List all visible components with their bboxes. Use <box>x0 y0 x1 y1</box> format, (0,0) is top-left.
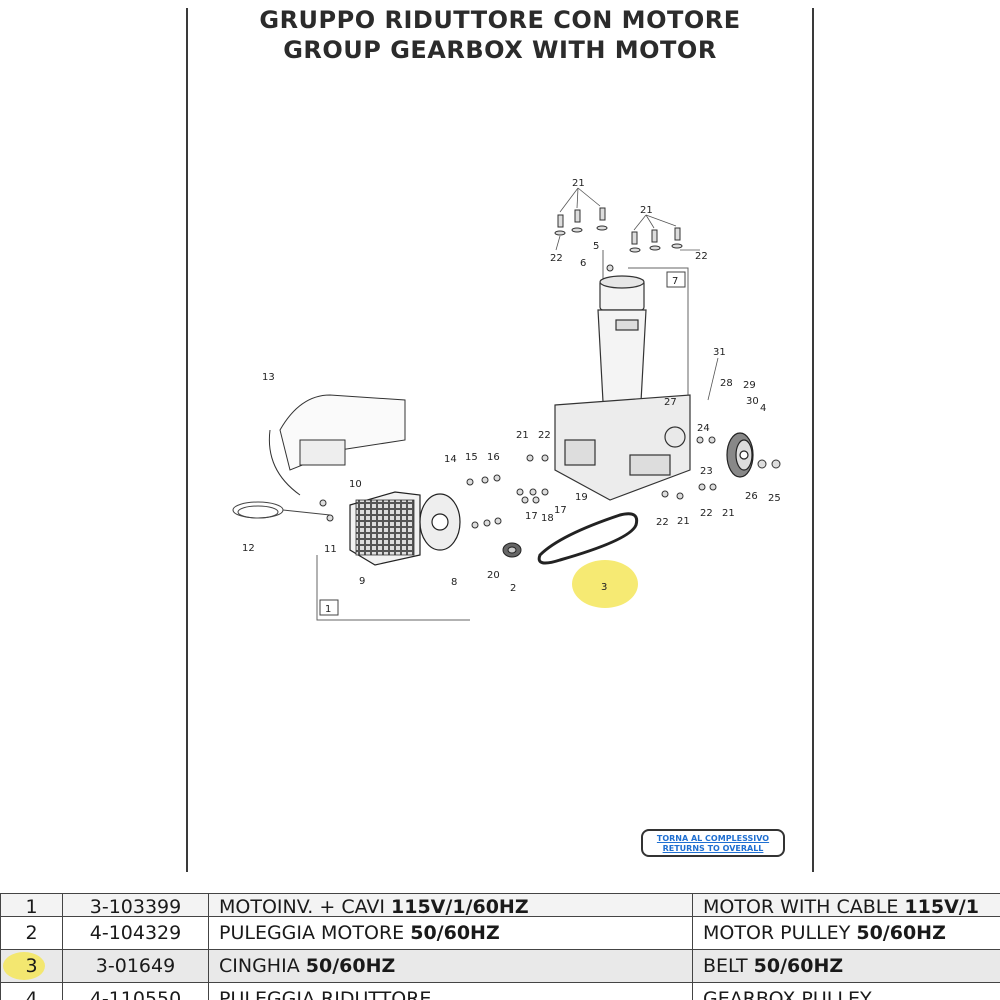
callout-22c: 22 <box>538 430 551 441</box>
motor-pulley <box>502 542 522 558</box>
table-row: 4 4-110550 PULEGGIA RIDUTTORE GEARBOX PU… <box>0 982 1000 1000</box>
callout-numbers: 1 2 3 4 5 6 7 8 9 10 11 12 13 14 15 16 1… <box>242 178 781 615</box>
gearbox-pulley <box>726 432 754 478</box>
table-row-highlighted: 3 3-01649 CINGHIA 50/60HZ BELT 50/60HZ <box>0 949 1000 983</box>
exploded-diagram: 1 2 3 4 5 6 7 8 9 10 11 12 13 14 15 16 1… <box>232 178 781 621</box>
callout-20: 20 <box>487 570 500 581</box>
page-title-italian: GRUPPO RIDUTTORE CON MOTORE <box>259 6 741 34</box>
callout-13: 13 <box>262 372 275 383</box>
callout-6: 6 <box>580 258 586 269</box>
part-number: 3 <box>0 949 63 983</box>
callout-18: 18 <box>541 513 554 524</box>
callout-29: 29 <box>743 380 756 391</box>
motor-cable <box>232 501 331 519</box>
callout-21c: 21 <box>516 430 529 441</box>
page-frame <box>186 8 814 872</box>
return-to-overall-button[interactable]: TORNA AL COMPLESSIVO RETURNS TO OVERALL <box>641 829 785 857</box>
return-label-italian: TORNA AL COMPLESSIVO <box>656 834 770 843</box>
part-code: 4-104329 <box>62 916 209 950</box>
callout-30: 30 <box>746 396 759 407</box>
part-number: 4 <box>0 982 63 1000</box>
part-number: 1 <box>0 893 63 917</box>
part-desc-italian: CINGHIA 50/60HZ <box>208 949 693 983</box>
return-label-english: RETURNS TO OVERALL <box>662 844 764 853</box>
callout-14: 14 <box>444 454 457 465</box>
callout-19: 19 <box>575 492 588 503</box>
part-desc-italian: PULEGGIA MOTORE 50/60HZ <box>208 916 693 950</box>
gearbox-column <box>554 275 691 501</box>
callout-9: 9 <box>359 576 365 587</box>
callout-10: 10 <box>349 479 362 490</box>
callout-21d: 21 <box>677 516 690 527</box>
callout-5: 5 <box>593 241 599 252</box>
hardware-bolts <box>319 207 781 529</box>
motor-cover <box>268 394 406 496</box>
part-code: 4-110550 <box>62 982 209 1000</box>
callout-21a: 21 <box>572 178 585 189</box>
callout-27: 27 <box>664 397 677 408</box>
callout-16: 16 <box>487 452 500 463</box>
table-row: 2 4-104329 PULEGGIA MOTORE 50/60HZ MOTOR… <box>0 916 1000 950</box>
callout-21b: 21 <box>640 205 653 216</box>
part-desc-english: MOTOR PULLEY 50/60HZ <box>692 916 1000 950</box>
callout-17b: 17 <box>554 505 567 516</box>
highlight-marker-diagram <box>572 560 638 608</box>
group-brackets <box>316 250 689 621</box>
callout-4: 4 <box>760 403 766 414</box>
callout-8: 8 <box>451 577 457 588</box>
part-code: 3-01649 <box>62 949 209 983</box>
callout-3: 3 <box>601 582 607 593</box>
table-row: 1 3-103399 MOTOINV. + CAVI 115V/1/60HZ M… <box>0 893 1000 917</box>
motor <box>349 491 461 566</box>
callout-12: 12 <box>242 543 255 554</box>
callout-22b: 22 <box>695 251 708 262</box>
callout-22a: 22 <box>550 253 563 264</box>
part-desc-italian: MOTOINV. + CAVI 115V/1/60HZ <box>208 893 693 917</box>
callout-7: 7 <box>672 276 678 287</box>
callout-24: 24 <box>697 423 710 434</box>
part-desc-english: MOTOR WITH CABLE 115V/1 <box>692 893 1000 917</box>
part-desc-english: GEARBOX PULLEY <box>692 982 1000 1000</box>
part-number: 2 <box>0 916 63 950</box>
callout-31: 31 <box>713 347 726 358</box>
callout-15: 15 <box>465 452 478 463</box>
parts-table: 1 3-103399 MOTOINV. + CAVI 115V/1/60HZ M… <box>0 893 1000 1000</box>
callout-11: 11 <box>324 544 337 555</box>
callout-17a: 17 <box>525 511 538 522</box>
callout-1: 1 <box>325 604 331 615</box>
callout-21e: 21 <box>722 508 735 519</box>
callout-28: 28 <box>720 378 733 389</box>
callout-22d: 22 <box>656 517 669 528</box>
belt <box>537 512 639 565</box>
highlight-marker-row <box>3 952 45 980</box>
callout-26: 26 <box>745 491 758 502</box>
part-code: 3-103399 <box>62 893 209 917</box>
part-desc-italian: PULEGGIA RIDUTTORE <box>208 982 693 1000</box>
part-desc-english: BELT 50/60HZ <box>692 949 1000 983</box>
callout-22e: 22 <box>700 508 713 519</box>
page-title-english: GROUP GEARBOX WITH MOTOR <box>283 36 717 64</box>
callout-23: 23 <box>700 466 713 477</box>
callout-2: 2 <box>510 583 516 594</box>
group-box-1 <box>319 599 339 616</box>
group-box-7 <box>666 271 686 288</box>
leader-lines <box>555 187 719 401</box>
callout-25: 25 <box>768 493 781 504</box>
